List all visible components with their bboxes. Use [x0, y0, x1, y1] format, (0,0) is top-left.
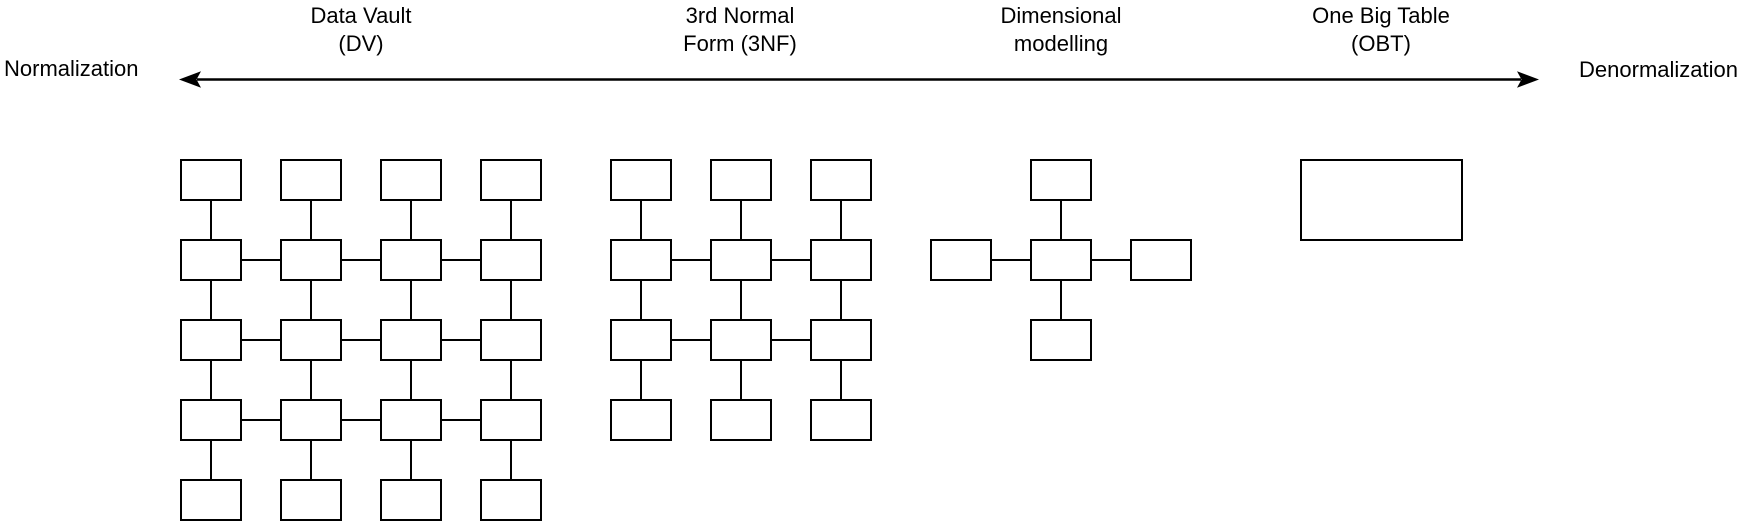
data-vault-table-box: [280, 239, 342, 281]
axis-label-denormalization: Denormalization: [1579, 57, 1738, 82]
3nf-table-box: [610, 239, 672, 281]
left-arrowhead-icon: [179, 71, 201, 88]
fact-box: [1030, 239, 1092, 281]
data-vault-table-box: [180, 239, 242, 281]
data-vault-table-box: [380, 159, 442, 201]
method-label-line1: Dimensional: [1000, 3, 1122, 28]
method-label-line2: (DV): [338, 31, 384, 56]
data-vault-table-box: [480, 159, 542, 201]
3nf-table-box: [810, 159, 872, 201]
data-vault-table-box: [380, 479, 442, 521]
method-label-obt: One Big Table (OBT): [1312, 2, 1450, 58]
data-vault-table-box: [180, 399, 242, 441]
axis-label-normalization: Normalization: [4, 56, 139, 81]
one-big-table-box: [1300, 159, 1463, 241]
data-vault-table-box: [180, 159, 242, 201]
dimension-box: [1130, 239, 1192, 281]
data-vault-table-box: [380, 399, 442, 441]
3nf-table-box: [710, 399, 772, 441]
data-vault-table-box: [380, 319, 442, 361]
3nf-table-box: [610, 159, 672, 201]
data-vault-table-box: [480, 399, 542, 441]
3nf-table-box: [810, 319, 872, 361]
method-label-line1: One Big Table: [1312, 3, 1450, 28]
3nf-table-box: [610, 319, 672, 361]
dimension-box: [1030, 319, 1092, 361]
3nf-table-box: [810, 399, 872, 441]
method-label-line2: Form (3NF): [683, 31, 797, 56]
dimension-box: [930, 239, 992, 281]
data-vault-table-box: [280, 159, 342, 201]
method-label-data-vault: Data Vault (DV): [310, 2, 411, 58]
3nf-table-box: [810, 239, 872, 281]
data-vault-table-box: [480, 239, 542, 281]
3nf-table-box: [610, 399, 672, 441]
3nf-table-box: [710, 319, 772, 361]
data-vault-table-box: [280, 479, 342, 521]
method-label-line2: modelling: [1013, 31, 1109, 56]
right-arrowhead-icon: [1517, 71, 1539, 88]
data-vault-table-box: [180, 479, 242, 521]
data-vault-table-box: [480, 319, 542, 361]
data-vault-table-box: [480, 479, 542, 521]
data-vault-table-box: [380, 239, 442, 281]
method-label-line2: (OBT): [1351, 31, 1411, 56]
data-vault-table-box: [280, 399, 342, 441]
data-vault-table-box: [180, 319, 242, 361]
dimension-box: [1030, 159, 1092, 201]
method-label-3nf: 3rd Normal Form (3NF): [683, 2, 797, 58]
method-label-dimensional: Dimensional modelling: [1000, 2, 1121, 58]
method-label-line1: 3rd Normal: [685, 3, 795, 28]
3nf-table-box: [710, 159, 772, 201]
method-label-line1: Data Vault: [310, 3, 412, 28]
3nf-table-box: [710, 239, 772, 281]
data-vault-table-box: [280, 319, 342, 361]
